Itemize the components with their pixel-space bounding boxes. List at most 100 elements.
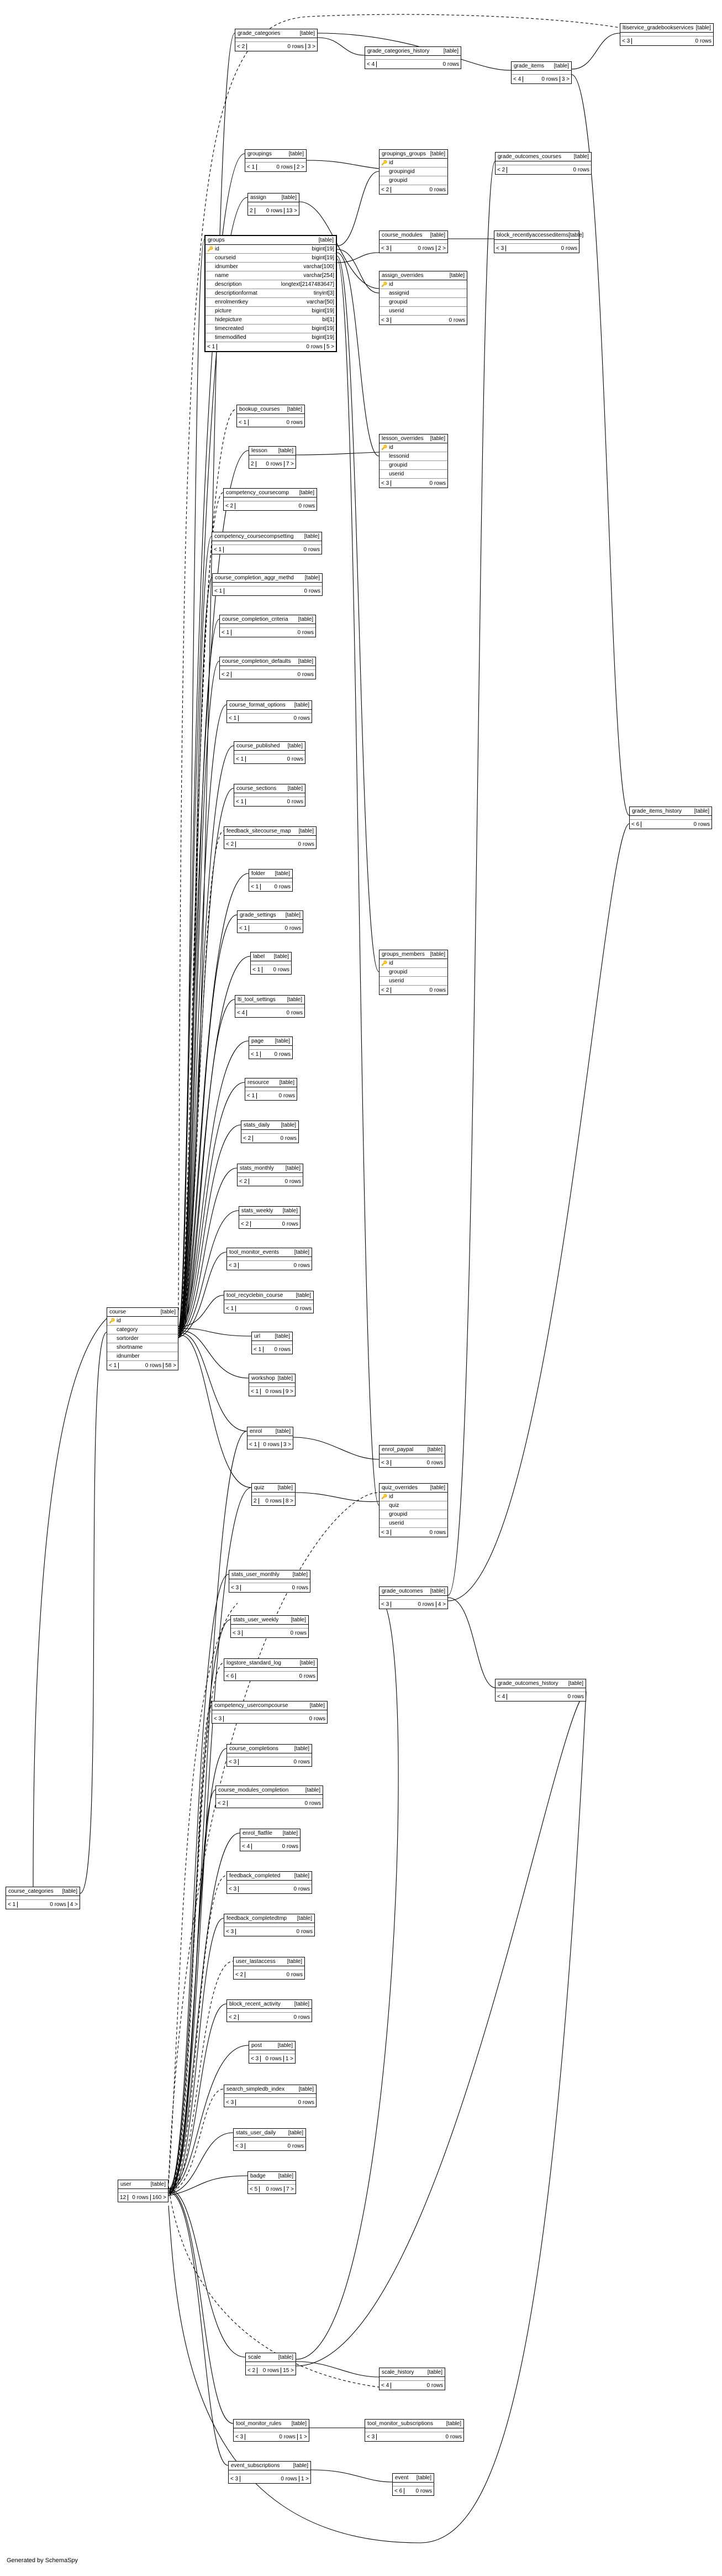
parent-count[interactable]: < 3 <box>249 2055 261 2062</box>
parent-count[interactable]: < 1 <box>251 966 263 973</box>
parent-count[interactable]: < 3 <box>620 38 633 44</box>
parent-count[interactable]: < 2 <box>220 671 232 678</box>
parent-count[interactable]: 2 <box>252 1498 259 1504</box>
parent-count[interactable]: < 1 <box>227 715 239 721</box>
child-count[interactable]: 5 > <box>326 343 334 350</box>
child-count[interactable]: 1 > <box>285 2055 293 2062</box>
parent-count[interactable]: < 1 <box>238 925 250 931</box>
child-count[interactable]: 3 > <box>561 76 570 82</box>
parent-count[interactable]: < 2 <box>224 841 236 847</box>
parent-count[interactable]: < 4 <box>240 1843 252 1850</box>
parent-count[interactable]: < 3 <box>234 2433 246 2440</box>
parent-count[interactable]: 2 <box>249 460 256 467</box>
parent-count[interactable]: < 1 <box>245 1092 257 1099</box>
parent-count[interactable]: < 1 <box>205 343 218 350</box>
child-count[interactable]: 3 > <box>307 43 315 50</box>
parent-count[interactable]: < 2 <box>239 1221 251 1227</box>
parent-count[interactable]: < 6 <box>630 821 642 828</box>
parent-count[interactable]: < 3 <box>365 2433 377 2440</box>
child-count[interactable]: 7 > <box>286 2186 294 2192</box>
parent-count[interactable]: < 1 <box>234 798 246 805</box>
parent-count[interactable]: < 3 <box>227 1758 239 1765</box>
parent-count[interactable]: < 2 <box>241 1135 254 1142</box>
child-count[interactable]: 3 > <box>283 1441 291 1448</box>
child-count[interactable]: 58 > <box>165 1362 176 1369</box>
child-count[interactable]: 9 > <box>285 1388 293 1395</box>
parent-count[interactable]: < 3 <box>227 1262 239 1269</box>
parent-count[interactable]: < 4 <box>512 76 524 82</box>
child-count[interactable]: 7 > <box>286 460 294 467</box>
parent-count[interactable]: < 1 <box>249 1051 261 1057</box>
parent-count[interactable]: < 1 <box>107 1362 119 1369</box>
parent-count[interactable]: < 3 <box>380 245 392 252</box>
parent-count[interactable]: < 2 <box>235 43 247 50</box>
parent-count[interactable]: < 3 <box>229 1584 241 1591</box>
parent-count[interactable]: < 2 <box>238 1178 250 1185</box>
parent-count[interactable]: < 3 <box>224 2099 236 2106</box>
child-count[interactable]: 2 > <box>296 164 304 170</box>
parent-count[interactable]: < 1 <box>234 756 246 762</box>
parent-count[interactable]: < 4 <box>235 1009 247 1016</box>
parent-count[interactable]: < 3 <box>380 480 392 486</box>
parent-count[interactable]: < 5 <box>248 2186 260 2192</box>
parent-count[interactable]: < 3 <box>227 1886 239 1892</box>
child-count[interactable]: 1 > <box>301 2475 309 2482</box>
child-count[interactable]: 8 > <box>285 1498 293 1504</box>
child-count[interactable]: 15 > <box>283 2367 294 2374</box>
parent-count[interactable]: < 1 <box>245 164 257 170</box>
parent-count[interactable]: 2 <box>248 207 255 214</box>
parent-count[interactable]: < 2 <box>227 2014 239 2020</box>
child-count[interactable]: 2 > <box>438 245 446 252</box>
child-count[interactable]: 1 > <box>299 2433 307 2440</box>
parent-count[interactable]: < 6 <box>224 1673 236 1679</box>
parent-count[interactable]: < 1 <box>212 546 224 553</box>
parent-count[interactable]: < 1 <box>252 1346 264 1353</box>
